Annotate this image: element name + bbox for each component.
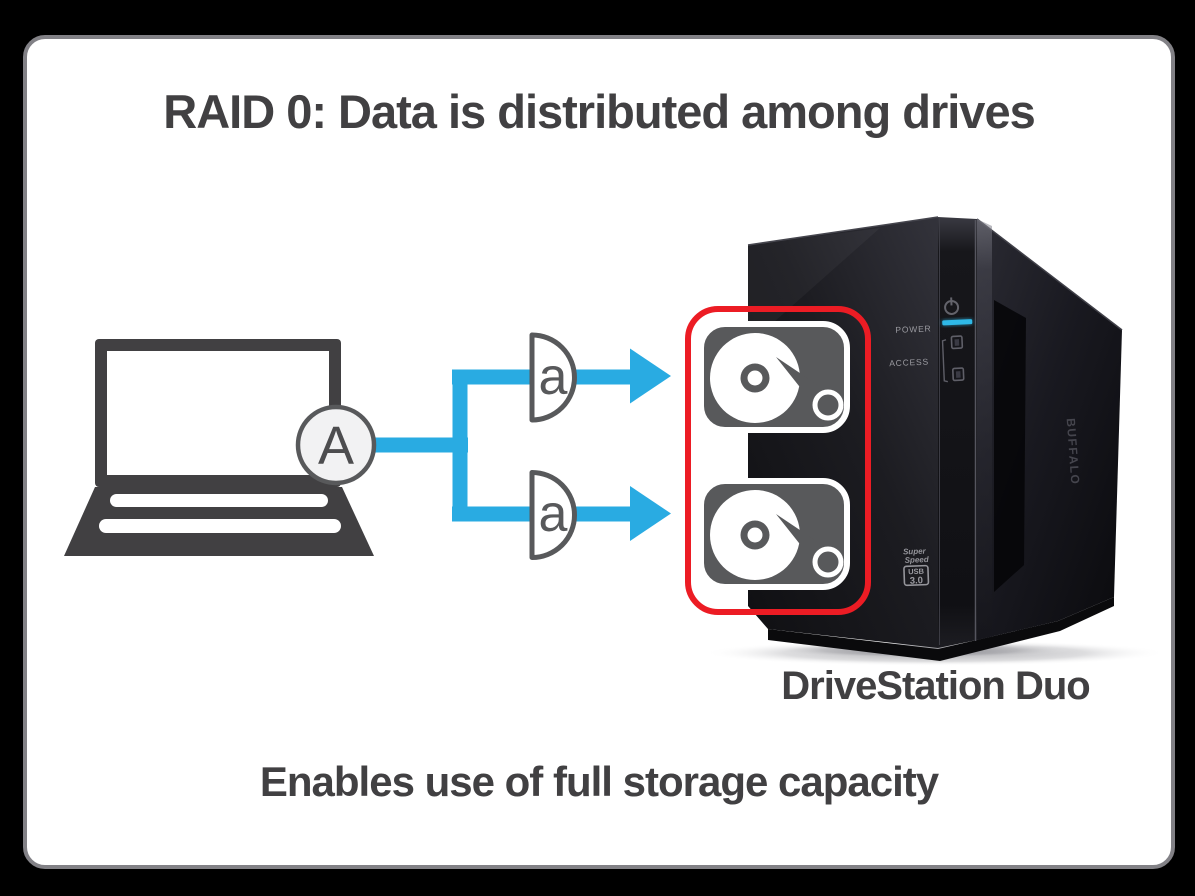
stripe-badge-2: a (529, 470, 577, 560)
arrowhead-bottom (630, 486, 671, 541)
side-top-edge (976, 218, 1123, 331)
laptop-icon (64, 339, 374, 556)
gloss-strip (938, 217, 977, 648)
usb-version: 3.0 (910, 575, 924, 586)
arrow-lines (375, 369, 632, 522)
data-block-circle (295, 404, 377, 486)
side-vent (994, 300, 1026, 592)
usb-label: USB (908, 567, 925, 577)
drive-highlight-box (685, 306, 871, 615)
device-name-label: DriveStation Duo (781, 664, 1090, 708)
hdd-icon-2 (701, 481, 847, 587)
arrowhead-top (630, 348, 671, 404)
data-block-label: A (318, 416, 354, 476)
stripe-badge-1: a (529, 332, 577, 423)
laptop-keyboard-line-2 (99, 519, 341, 533)
stripe-label-1: a (539, 348, 568, 406)
front-controls: POWER ACCESS (889, 297, 973, 383)
usb-badge-box (903, 564, 930, 587)
device-base (768, 597, 1114, 661)
drive-highlight-group (685, 306, 871, 615)
side-chamfer (977, 219, 992, 640)
stripe-halfcircle-1 (529, 332, 577, 423)
brand-label: BUFFALO (1064, 418, 1083, 486)
data-flow-arrows (375, 348, 671, 541)
front-reflection (748, 228, 880, 345)
drive2-indicator-icon (952, 367, 965, 382)
superspeed-line2: Speed (904, 555, 929, 565)
access-label: ACCESS (889, 357, 929, 369)
drive1-indicator-icon (950, 335, 964, 350)
caption-text: Enables use of full storage capacity (259, 758, 939, 805)
page-title: RAID 0: Data is distributed among drives (163, 85, 1035, 138)
power-label: POWER (895, 323, 932, 335)
access-bracket (941, 339, 948, 383)
data-block-a-badge: A (295, 404, 377, 486)
stripe-halfcircle-2 (529, 470, 577, 560)
power-icon (944, 297, 960, 315)
usb3-badge: Super Speed USB 3.0 (903, 547, 930, 587)
laptop-screen (107, 351, 329, 475)
nas-device-photo: BUFFALO POWER ACCESS (703, 216, 1167, 666)
power-led (942, 319, 973, 326)
stripe-label-2: a (539, 485, 568, 543)
front-top-edge (747, 216, 939, 246)
laptop-keyboard-line-1 (110, 494, 328, 507)
hdd-icon-1 (701, 324, 847, 430)
superspeed-line1: Super (903, 547, 927, 557)
